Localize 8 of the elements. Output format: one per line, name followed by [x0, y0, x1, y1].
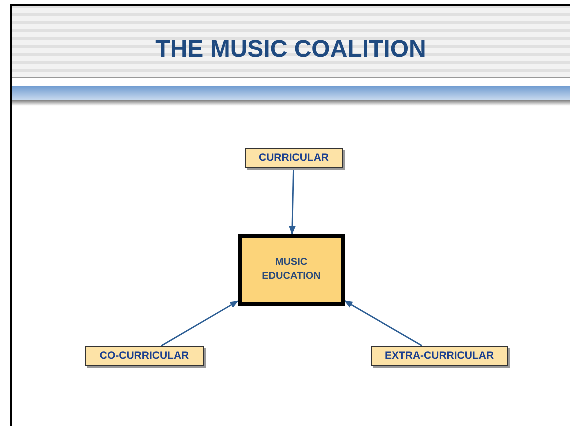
- slide-title: THE MUSIC COALITION: [154, 36, 428, 64]
- category-box: CO-CURRICULAR: [85, 346, 204, 366]
- main-box: MUSIC EDUCATION: [238, 234, 345, 306]
- arrow: [344, 300, 423, 347]
- arrow: [289, 168, 296, 235]
- arrow: [161, 300, 239, 347]
- category-box: EXTRA-CURRICULAR: [371, 346, 508, 366]
- category-box: CURRICULAR: [245, 148, 343, 168]
